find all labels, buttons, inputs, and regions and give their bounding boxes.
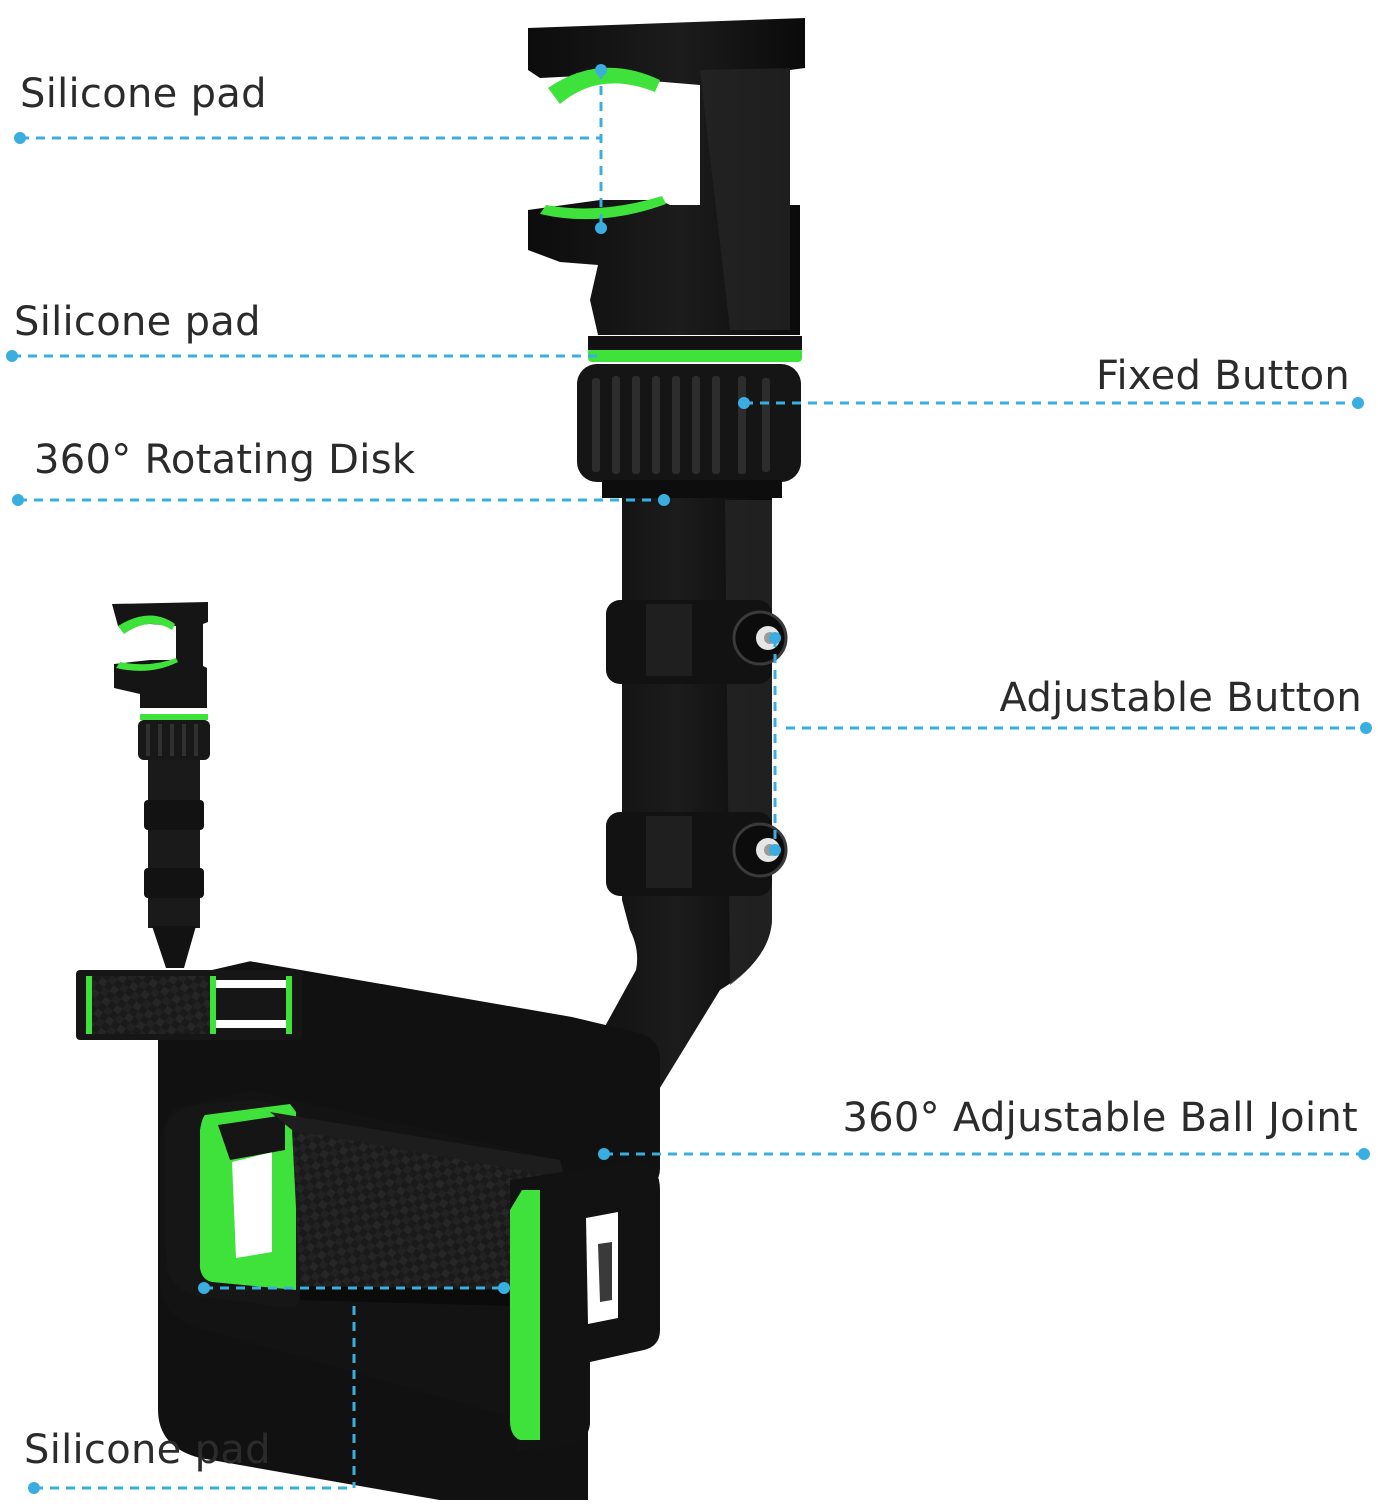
thumbnail-green-pad-upper [118,615,175,634]
label-fixed-button: Fixed Button [1096,353,1350,399]
adjustable-arm [468,498,788,1154]
lower-green-pad [540,196,666,220]
label-silicone-pad-middle: Silicone pad [14,299,261,345]
label-rotating-disk: 360° Rotating Disk [34,437,416,483]
upper-green-pad [548,67,660,104]
leader-dots [6,64,1372,1494]
green-ring [588,348,802,362]
label-ball-joint: 360° Adjustable Ball Joint [842,1095,1358,1141]
label-silicone-pad-bottom: Silicone pad [24,1427,271,1473]
thumbnail-green-pad-lower [116,658,178,671]
rotating-disk [577,364,801,498]
label-silicone-pad-top: Silicone pad [20,71,267,117]
thumbnail-holder [76,602,302,1040]
main-holder [158,18,805,1504]
label-adjustable-button: Adjustable Button [999,675,1362,721]
leader-lines [12,70,1366,1490]
right-green-pad [510,1190,540,1440]
phone-clamp [158,961,660,1504]
top-clamp [528,18,805,335]
adjustable-knob-upper [732,610,788,666]
